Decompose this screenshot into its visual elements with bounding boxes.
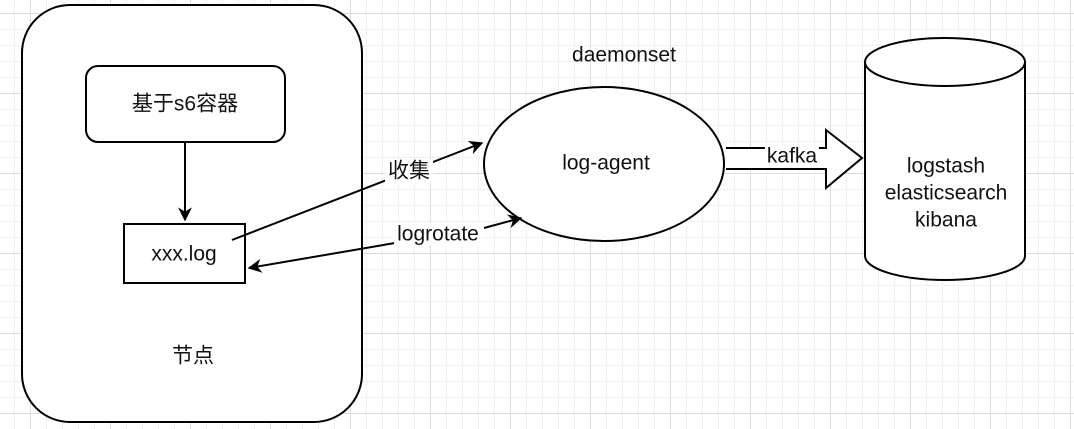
storage-label: logstash elasticsearch kibana xyxy=(885,153,1008,234)
log-file-label: xxx.log xyxy=(151,242,217,266)
daemonset-label: daemonset xyxy=(572,43,676,67)
storage-line-logstash: logstash xyxy=(906,154,986,178)
collect-label: 收集 xyxy=(385,159,433,183)
storage-line-elasticsearch: elasticsearch xyxy=(884,181,1008,205)
storage-cylinder xyxy=(864,62,1026,281)
storage-line-kibana: kibana xyxy=(915,208,977,232)
logrotate-arrow-to-agent xyxy=(483,214,523,229)
node-label: 节点 xyxy=(172,344,214,368)
log-agent-ellipse xyxy=(483,86,725,242)
kafka-label: kafka xyxy=(764,144,820,168)
container-label: 基于s6容器 xyxy=(131,92,239,116)
log-agent-label: log-agent xyxy=(562,151,650,175)
storage-cylinder-top xyxy=(864,37,1026,87)
logrotate-label: logrotate xyxy=(394,222,482,246)
collect-arrow xyxy=(231,141,484,241)
log-file-box xyxy=(123,223,246,284)
